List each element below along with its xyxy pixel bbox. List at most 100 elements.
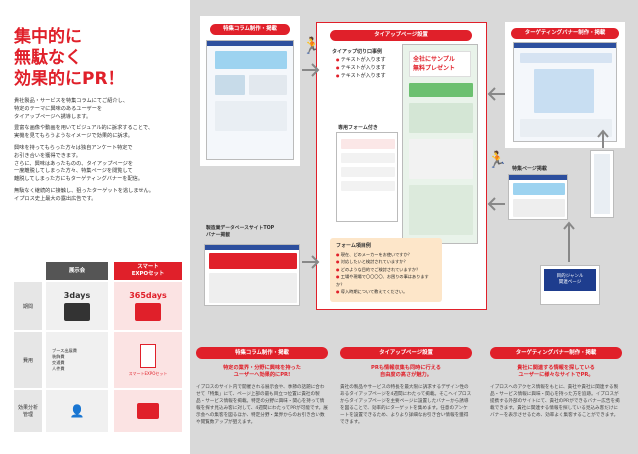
mock-image [409, 103, 473, 133]
row-label-cost: 費用 [14, 332, 42, 388]
period-smart-value: 365days [129, 291, 167, 300]
arrow-right-icon [302, 63, 320, 77]
desc-tieup: タイアップページ設置 PRも情報収集も同時に行える 自由度の高さが魅力。 貴社の… [340, 347, 472, 426]
comparison-table: 展示会 スマート EXPOセット 期間 3days 365days 費用 ブース… [14, 262, 182, 432]
mock-list [409, 185, 473, 235]
tieup-form-mock [336, 132, 398, 222]
form-items-list: 現在、どのメーカーをお使いですか？ 対応したいと検討されていますか？ どのような… [336, 251, 436, 295]
desc-title: タイアップページ設置 [340, 347, 472, 359]
calendar-icon [135, 303, 161, 321]
headline-line-3: 効果的にPR！ [14, 69, 125, 89]
arrow-up-icon [597, 129, 609, 148]
col-header-smart: スマート EXPOセット [114, 262, 182, 280]
mock-field [341, 139, 395, 149]
targeting-page-mock [513, 42, 617, 142]
cost-item: 装飾費 [52, 354, 65, 359]
skyscraper-banner [590, 150, 614, 218]
db-panel-title: 製造業データベースサイトTOP バナー掲載 [206, 226, 275, 238]
desc-body: イプロスへのアクセス情報をもとに、貴社や貴社に関連する製品・サービス情報に興味・… [490, 385, 620, 418]
intro-paragraph: 無駄なく継続的に接触し、狙ったターゲットを逃しません。 イプロス史上最大の露出広… [14, 187, 154, 202]
db-panel: 製造業データベースサイトTOP バナー掲載 [200, 226, 304, 310]
intro-paragraph: 興味を持ってもらった方々は独自アンケート特定で お引き合いを獲得できます。 さら… [14, 144, 144, 183]
target-banner: 目的ジャンル 関連ページ [540, 265, 600, 305]
special-panel-title: 特集ページ掲載 [512, 166, 547, 172]
desc-title: 特集コラム制作・掲載 [196, 347, 328, 359]
mock-header [509, 175, 567, 180]
cost-expo-list: ブース出展費 装飾費 交通費 人件費 [52, 348, 77, 372]
desc-subtitle: 貴社に関連する情報を探している ユーザーに様々なサイトでPR。 [517, 365, 595, 378]
column-page-mock [206, 40, 294, 160]
mock-list [215, 101, 287, 131]
tieup-ad-banner: 全社にサンプル 無料プレゼント [409, 51, 471, 77]
tieup-bullet: テキストが入ります [336, 72, 386, 80]
mock-header [205, 245, 299, 250]
cost-smart-label: スマートEXPOセット [128, 370, 168, 376]
tieup-page-mock: 全社にサンプル 無料プレゼント [402, 44, 478, 244]
tieup-bullets: テキストが入ります テキストが入ります テキストが入ります [336, 56, 386, 80]
mock-text [249, 75, 287, 95]
mock-text [209, 273, 297, 303]
desc-title: ターゲティングバナー制作・掲載 [490, 347, 622, 359]
form-item: 対応したいと検討されていますか？ [336, 258, 436, 265]
tieup-cut-label: タイアップ切り口事例 [332, 49, 383, 55]
cell-analysis-smart [114, 390, 182, 432]
cost-item: ブース出展費 [52, 348, 77, 353]
intro-text: 貴社製品・サービスを特集コラムにてご紹介し、 特定のテーマに興味のあるユーザーを… [14, 98, 186, 208]
target-banner-caption: 目的ジャンル 関連ページ [544, 269, 596, 291]
cost-bar-icon [140, 343, 156, 368]
tieup-form-label: 専用フォーム付き [338, 125, 378, 131]
arrow-right-icon [302, 255, 320, 269]
arrow-left-icon [487, 197, 505, 211]
cell-cost-smart: スマートEXPOセット [114, 332, 182, 388]
column-panel-title: 特集コラム制作・掲載 [210, 24, 290, 35]
intro-paragraph: 豊富な画像や動画を用いてビジュアル的に訴求することで、 実機を見てもらうようなイ… [14, 125, 154, 140]
people-icon: 👤 [69, 404, 85, 418]
arrow-up-icon [563, 221, 575, 262]
mock-text [409, 139, 473, 179]
mock-nav [520, 53, 612, 63]
form-item: 現在、どのメーカーをお使いですか？ [336, 251, 436, 258]
targeting-panel-title: ターゲティングバナー制作・掲載 [511, 28, 619, 39]
mock-field [341, 181, 395, 191]
runner-icon: 🏃 [487, 150, 507, 169]
targeting-panel: ターゲティングバナー制作・掲載 [505, 22, 625, 148]
mock-text [513, 199, 565, 217]
mock-map [534, 69, 594, 113]
headline-line-2: 無駄なく [14, 48, 82, 68]
row-label-analysis: 効果分析 管理 [14, 390, 42, 432]
form-item: どのような目的でご検討されていますか？ [336, 266, 436, 273]
mock-banner [215, 51, 287, 69]
mock-header [207, 41, 293, 46]
tieup-ad-line: 無料プレゼント [413, 65, 456, 72]
form-item: 工場や現場で〇〇〇〇、お困りの事はありますか？ [336, 273, 436, 288]
tieup-bullet: テキストが入ります [336, 56, 386, 64]
form-item: 導入時期について教えてください。 [336, 288, 436, 295]
mock-image [215, 75, 245, 95]
cell-period-smart: 365days [114, 282, 182, 330]
column-panel: 特集コラム制作・掲載 [200, 16, 300, 166]
headline: 集中的に 無駄なく 効果的にPR！ [14, 27, 184, 90]
analytics-icon [137, 403, 159, 419]
banner-content [594, 154, 610, 214]
special-page-mock [508, 174, 568, 220]
row-label-period: 期間 [14, 282, 42, 330]
desc-targeting: ターゲティングバナー制作・掲載 貴社に関連する情報を探している ユーザーに様々な… [490, 347, 622, 419]
tieup-ad-line: 全社にサンプル [413, 56, 455, 63]
cost-item: 交通費 [52, 360, 65, 365]
mock-text [520, 119, 612, 137]
desc-subtitle: 特定の業界・分野に興味を持った ユーザーへ効果的にPR! [223, 365, 301, 378]
mock-banner [513, 183, 565, 195]
intro-paragraph: 貴社製品・サービスを特集コラムにてご紹介し、 特定のテーマに興味のあるユーザーを… [14, 98, 128, 120]
mock-button [409, 83, 473, 97]
desc-body: 貴社の製品やサービスの特長を最大限に訴求するデザイン性のあるタイアップページを4… [340, 385, 472, 425]
cost-item: 人件費 [52, 366, 65, 371]
col-header-expo: 展示会 [46, 262, 108, 280]
arrow-left-icon [487, 87, 505, 101]
mock-field [341, 167, 395, 177]
tieup-panel-title: タイアップページ設置 [330, 30, 472, 41]
calendar-icon [64, 303, 90, 321]
tieup-bullet: テキストが入ります [336, 64, 386, 72]
form-items-title: フォーム項目例 [336, 243, 371, 249]
form-items-box: フォーム項目例 現在、どのメーカーをお使いですか？ 対応したいと検討されています… [330, 238, 442, 302]
period-expo-value: 3days [63, 291, 91, 300]
